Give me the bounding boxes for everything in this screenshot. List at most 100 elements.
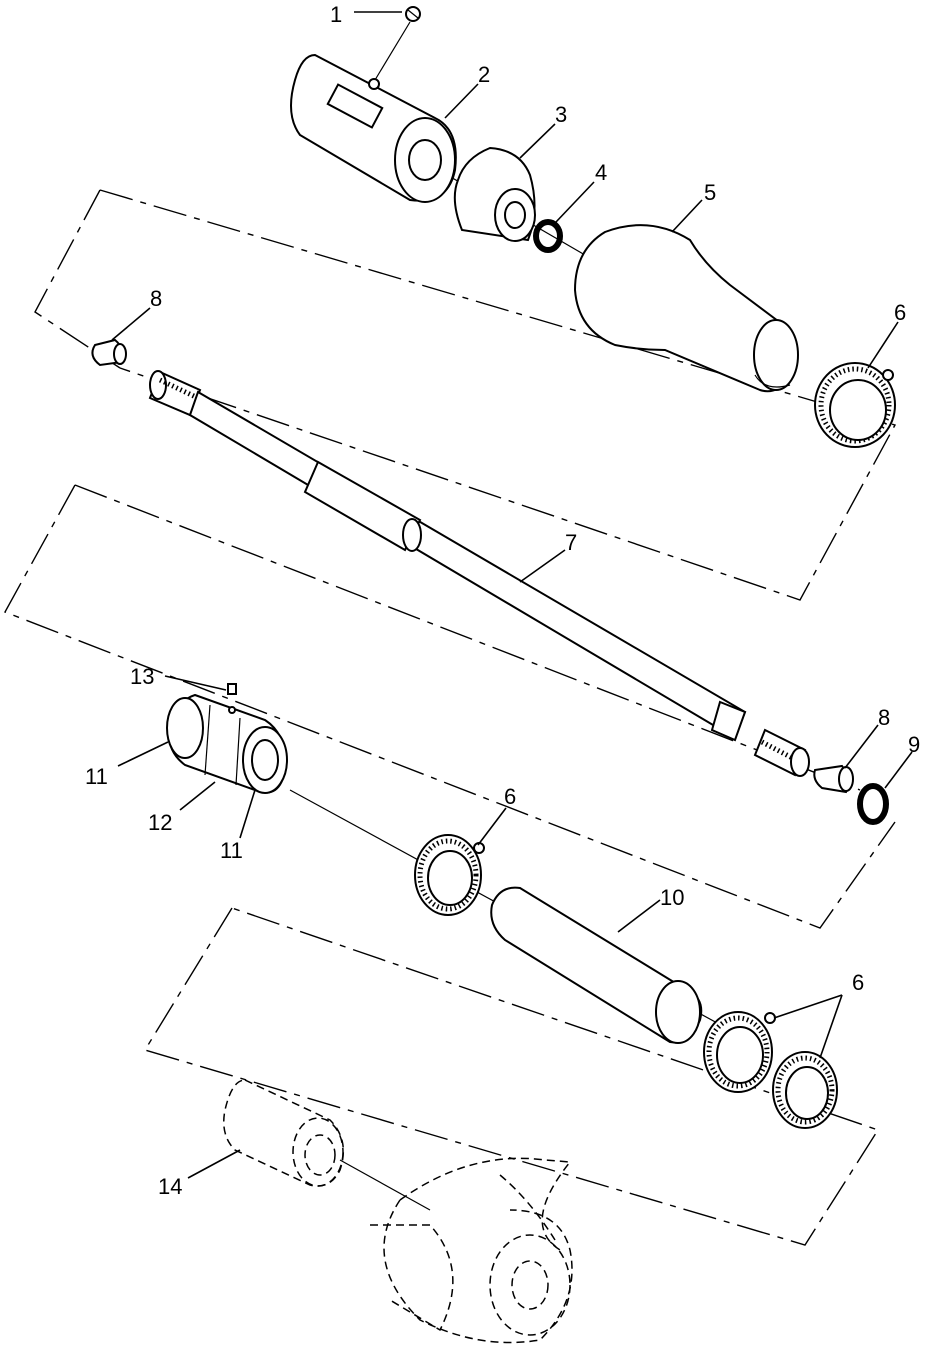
- leader-8a: [111, 307, 151, 341]
- callout-4: 4: [595, 160, 607, 185]
- leader-6c-a: [773, 994, 843, 1019]
- callout-9: 9: [908, 732, 920, 757]
- shaft-collar-center: [303, 460, 422, 552]
- coupler-ghost-inner: [304, 1134, 336, 1176]
- leader-4: [555, 181, 595, 223]
- frame-upper-top: [99, 189, 897, 601]
- washer-ring-part-9: [857, 783, 889, 825]
- bearing-housing-part-12: [166, 683, 288, 794]
- pin-upper-end: [113, 343, 127, 365]
- callout-5: 5: [704, 180, 716, 205]
- hose-clamp-middle: [414, 834, 485, 916]
- impeller-blade-b: [370, 1224, 454, 1332]
- pin-lower-part-8: [813, 764, 854, 794]
- impeller-coupler-part-14: [223, 1079, 345, 1187]
- bearing-groove-a: [204, 704, 211, 776]
- screw-slot: [407, 9, 419, 19]
- clamp-lower-b-band: [775, 1055, 835, 1125]
- boot-lip: [754, 374, 791, 388]
- leader-9: [884, 751, 913, 789]
- clamp-lower-a-screw: [764, 1012, 776, 1024]
- bearing-left-face: [166, 697, 204, 759]
- leader-7: [519, 549, 566, 583]
- callout-11-left: 11: [85, 764, 108, 789]
- impeller-blade-a: [399, 1157, 572, 1251]
- screw-axis: [374, 21, 411, 81]
- clamp-lower-a-inner: [716, 1026, 764, 1084]
- callout-8-upper: 8: [150, 286, 162, 311]
- sleeve-opening: [655, 980, 701, 1044]
- clamp-middle-band: [417, 838, 479, 912]
- callout-1: 1: [330, 2, 342, 27]
- callout-6-lower: 6: [852, 970, 864, 995]
- pin-lower-end: [838, 766, 854, 792]
- hose-clamp-lower-a: [703, 1011, 776, 1093]
- sleeve-tube-part-10: [490, 886, 703, 1044]
- coupler-ghost-body: [223, 1079, 345, 1187]
- frame-middle: [4, 484, 896, 929]
- impeller-blade-c: [499, 1174, 556, 1241]
- frame-middle-top: [74, 484, 861, 791]
- callout-6-middle: 6: [504, 784, 516, 809]
- callout-2: 2: [478, 62, 490, 87]
- callout-labels: 1 2 3 4 5 6 7 8 8 9 13 11 12 11 6 10 6 1…: [85, 2, 920, 1199]
- callout-3: 3: [555, 102, 567, 127]
- callout-8-lower: 8: [878, 705, 890, 730]
- set-screw-hole: [228, 706, 236, 714]
- frame-lower: [143, 907, 880, 1246]
- leader-12: [179, 781, 216, 811]
- leader-6a: [867, 321, 899, 369]
- clamp-lower-a-band: [706, 1015, 770, 1089]
- housing-bore: [408, 139, 442, 181]
- leader-6c-b: [819, 994, 843, 1059]
- impeller-phantom: [370, 1157, 573, 1344]
- shaft-spline-right-end: [790, 747, 810, 777]
- housing-screw-hole: [368, 78, 380, 90]
- clamp-upper-inner: [829, 379, 887, 441]
- hose-clamp-lower-b: [772, 1051, 838, 1129]
- callout-13: 13: [130, 664, 154, 689]
- boot-part-5: [573, 224, 799, 393]
- leader-3: [519, 123, 556, 159]
- leader-14: [187, 1149, 241, 1179]
- leader-11b: [239, 789, 256, 839]
- housing-label-plate: [326, 83, 384, 129]
- clamp-middle-inner: [427, 850, 473, 906]
- impeller-hub-bore: [511, 1260, 549, 1310]
- impeller-hub: [489, 1234, 571, 1336]
- callout-7: 7: [565, 530, 577, 555]
- clamp-lower-b-inner: [785, 1066, 829, 1120]
- callout-12: 12: [148, 810, 172, 835]
- clamp-upper-screw: [882, 369, 894, 381]
- bearing-right-inner: [251, 739, 279, 781]
- shaft-collar-center-end: [402, 518, 422, 552]
- shaft-collar-right: [710, 700, 747, 742]
- pin-upper-part-8: [91, 338, 127, 367]
- frame-upper: [34, 189, 121, 369]
- callout-14: 14: [158, 1174, 182, 1199]
- leader-11a: [117, 741, 169, 767]
- hose-clamp-upper: [814, 362, 896, 448]
- shaft-tube: [188, 390, 747, 740]
- callout-6-upper: 6: [894, 300, 906, 325]
- leader-2: [444, 83, 479, 119]
- coupler-ghost-face: [292, 1117, 344, 1187]
- screw-part-1: [374, 6, 421, 81]
- leader-13: [164, 675, 227, 691]
- leader-10: [617, 899, 661, 933]
- boot-opening: [753, 319, 799, 391]
- cone-bushing-part-3: [453, 146, 536, 242]
- reference-frames: [4, 189, 897, 1246]
- clamp-upper-band: [818, 366, 892, 444]
- cone-bore: [504, 201, 526, 229]
- o-ring-shape: [533, 219, 563, 253]
- bearing-groove-b: [235, 717, 241, 786]
- callout-10: 10: [660, 885, 684, 910]
- set-screw: [227, 683, 237, 695]
- leader-6b: [477, 807, 507, 846]
- drive-shaft-part-7: [148, 370, 810, 777]
- leader-5: [671, 199, 703, 233]
- callout-11-right: 11: [220, 838, 243, 863]
